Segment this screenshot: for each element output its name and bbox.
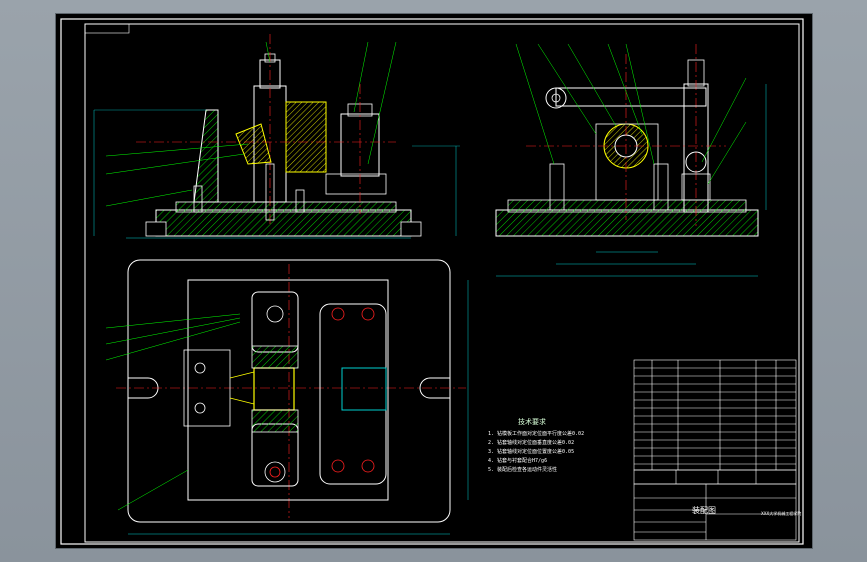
- tech-req-line: 5. 装配后检查各运动件灵活性: [488, 467, 558, 473]
- tech-req-title: 技术要求: [518, 418, 546, 426]
- top-fixture-body: [187, 279, 389, 501]
- front-base: [155, 209, 412, 237]
- technical-requirements: 技术要求 1. 钻模板工作面对定位面平行度公差0.02 2. 钻套轴线对定位面垂…: [488, 417, 584, 475]
- sheet-border: [60, 18, 804, 545]
- side-arm: [555, 87, 707, 107]
- top-workpiece: [253, 367, 295, 411]
- tech-req-line: 2. 钻套轴线对定位面垂直度公差0.02: [488, 440, 575, 446]
- tech-req-line: 1. 钻模板工作面对定位面平行度公差0.02: [488, 431, 585, 437]
- side-view: [495, 43, 767, 277]
- top-view: [105, 259, 469, 535]
- top-bushing-block: [319, 303, 387, 485]
- top-base-plate: [127, 259, 451, 523]
- title-block: [633, 359, 797, 541]
- front-workpiece: [285, 101, 327, 173]
- tech-req-line: 4. 钻套与衬套配合H7/g6: [488, 458, 548, 464]
- tech-req-line: 3. 钻套轴线对定位面位置度公差0.05: [488, 449, 575, 455]
- front-view: [93, 34, 460, 239]
- cad-viewport[interactable]: 技术要求 1. 钻模板工作面对定位面平行度公差0.02 2. 钻套轴线对定位面垂…: [56, 14, 812, 548]
- frame-corner-tag: [84, 23, 130, 34]
- side-base: [495, 209, 759, 237]
- drawing-frame: [84, 23, 800, 543]
- front-support: [193, 109, 219, 203]
- company-name: XXX大学机械工程学院: [761, 511, 802, 516]
- assembly-drawing: [60, 18, 804, 545]
- drawing-title: 装配图: [692, 506, 716, 515]
